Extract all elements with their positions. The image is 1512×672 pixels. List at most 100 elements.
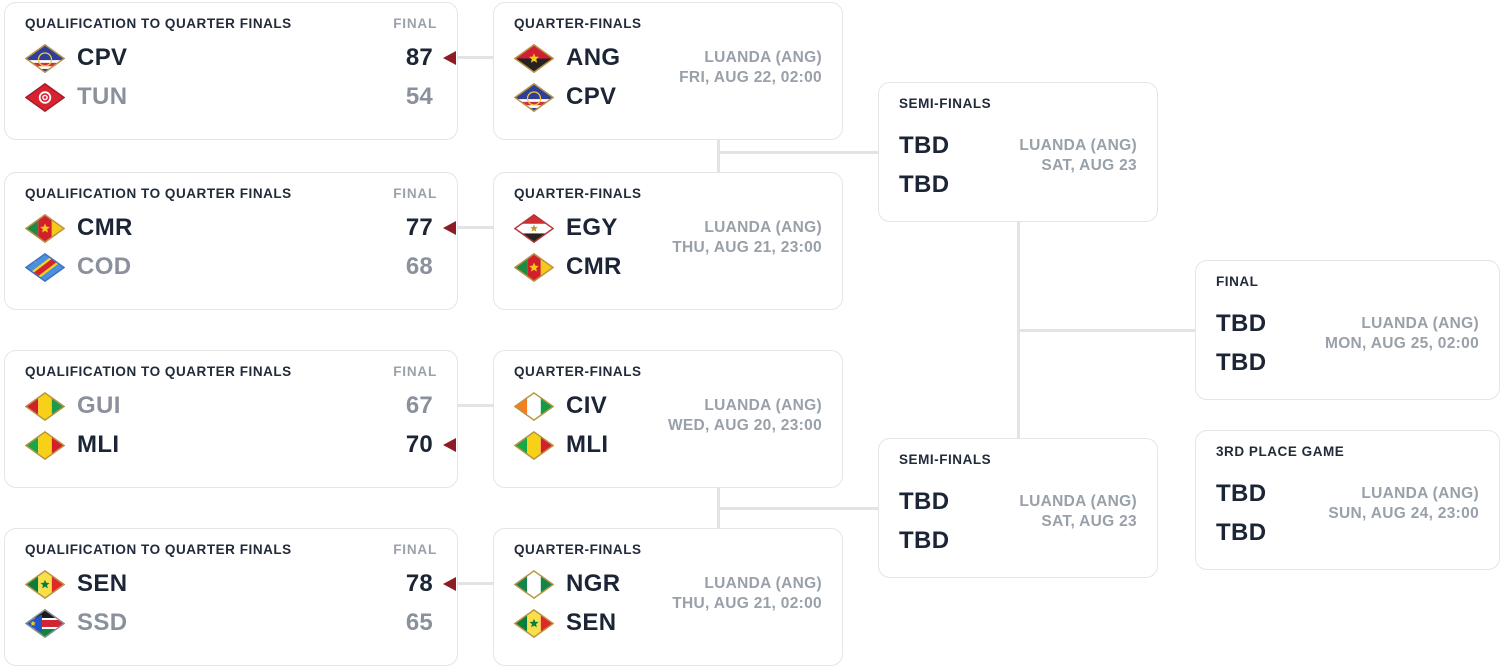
venue-block: LUANDA (ANG)FRI, AUG 22, 02:00: [679, 48, 822, 88]
team-row: EGY: [513, 212, 818, 244]
winner-arrow-icon: [443, 221, 456, 235]
connector-line: [716, 150, 878, 154]
team-code: TUN: [77, 83, 128, 110]
flag-ssd-icon: [24, 608, 66, 638]
venue-block: LUANDA (ANG) SUN, AUG 24, 23:00: [1328, 484, 1479, 524]
flag-ang-icon: [513, 43, 555, 73]
match-datetime: SAT, AUG 23: [1041, 157, 1137, 174]
team-score: 54: [405, 83, 433, 110]
flag-tun-icon: [24, 82, 66, 112]
match-datetime: SUN, AUG 24, 23:00: [1328, 505, 1479, 522]
team-row: TBD: [899, 130, 1133, 162]
team-code: TBD: [1216, 349, 1267, 376]
team-code: SEN: [77, 570, 128, 597]
venue-name: LUANDA (ANG): [704, 397, 822, 414]
flag-egy-icon: [513, 213, 555, 243]
venue-name: LUANDA (ANG): [704, 575, 822, 592]
connector-line: [716, 506, 878, 510]
team-code: TBD: [1216, 519, 1267, 546]
team-row: TBD: [1216, 347, 1475, 379]
team-code: TBD: [1216, 310, 1267, 337]
team-code: TBD: [899, 488, 950, 515]
team-code: ANG: [566, 44, 621, 71]
match-status: FINAL: [393, 542, 437, 557]
team-code: EGY: [566, 214, 618, 241]
team-row: CPV: [513, 81, 818, 113]
match-datetime: SAT, AUG 23: [1041, 513, 1137, 530]
match-datetime: MON, AUG 25, 02:00: [1324, 335, 1479, 352]
team-score: 65: [405, 609, 433, 636]
team-score: 78: [405, 570, 433, 597]
match-header: SEMI-FINALS: [899, 95, 1137, 113]
team-row: TUN 54: [24, 81, 433, 113]
connector-line: [458, 55, 493, 59]
team-code: MLI: [77, 431, 120, 458]
venue-name: LUANDA (ANG): [1019, 137, 1137, 154]
team-code: COD: [77, 253, 132, 280]
match-card-qual-4[interactable]: QUALIFICATION TO QUARTER FINALS FINAL SEN 7…: [4, 528, 458, 666]
connector-line: [458, 225, 493, 229]
venue-block: LUANDA (ANG)THU, AUG 21, 02:00: [672, 574, 822, 614]
match-title: QUARTER-FINALS: [514, 16, 642, 31]
flag-cpv-icon: [513, 82, 555, 112]
flag-mli-icon: [24, 430, 66, 460]
team-row: TBD: [1216, 478, 1475, 510]
match-title: QUARTER-FINALS: [514, 186, 642, 201]
venue-name: LUANDA (ANG): [704, 49, 822, 66]
team-row: COD 68: [24, 251, 433, 283]
team-row: ANG: [513, 42, 818, 74]
match-title: QUALIFICATION TO QUARTER FINALS: [25, 542, 292, 557]
match-title: SEMI-FINALS: [899, 452, 992, 467]
match-header: 3RD PLACE GAME: [1216, 443, 1479, 461]
match-header: QUARTER-FINALS: [514, 363, 822, 381]
match-title: QUARTER-FINALS: [514, 364, 642, 379]
flag-sen-icon: [24, 569, 66, 599]
team-row: TBD: [899, 486, 1133, 518]
match-status: FINAL: [393, 186, 437, 201]
flag-gui-icon: [24, 391, 66, 421]
team-score: 87: [405, 44, 433, 71]
venue-block: LUANDA (ANG)MON, AUG 25, 02:00: [1325, 314, 1479, 354]
team-row: TBD: [1216, 517, 1475, 549]
team-score: 68: [405, 253, 433, 280]
match-title: SEMI-FINALS: [899, 96, 992, 111]
team-code: CPV: [77, 44, 128, 71]
winner-arrow-icon: [443, 51, 456, 65]
team-code: CMR: [77, 214, 133, 241]
match-title: QUARTER-FINALS: [514, 542, 642, 557]
match-header: SEMI-FINALS: [899, 451, 1137, 469]
match-header: FINAL: [1216, 273, 1479, 291]
team-code: CPV: [566, 83, 617, 110]
flag-ngr-icon: [513, 569, 555, 599]
venue-name: LUANDA (ANG): [1361, 485, 1479, 502]
match-card-final[interactable]: FINAL TBD TBD LUANDA (ANG)MON, AUG 25, 02:0…: [1195, 260, 1500, 400]
team-row: CPV 87: [24, 42, 456, 74]
team-row: SEN 78: [24, 568, 456, 600]
venue-block: LUANDA (ANG)SAT, AUG 23: [1019, 492, 1137, 532]
team-row: CIV: [513, 390, 818, 422]
connector-line: [458, 581, 493, 585]
match-card-quarterfinal-1[interactable]: QUARTER-FINALS ANG CPV LUANDA (ANG)FRI, AUG…: [493, 2, 843, 140]
match-header: QUALIFICATION TO QUARTER FINALS FINAL: [25, 541, 437, 559]
match-datetime: THU, AUG 21, 23:00: [672, 239, 822, 256]
team-score: 77: [405, 214, 433, 241]
team-row: TBD: [899, 169, 1133, 201]
flag-cod-icon: [24, 252, 66, 282]
team-row: CMR: [513, 251, 818, 283]
team-row: NGR: [513, 568, 818, 600]
